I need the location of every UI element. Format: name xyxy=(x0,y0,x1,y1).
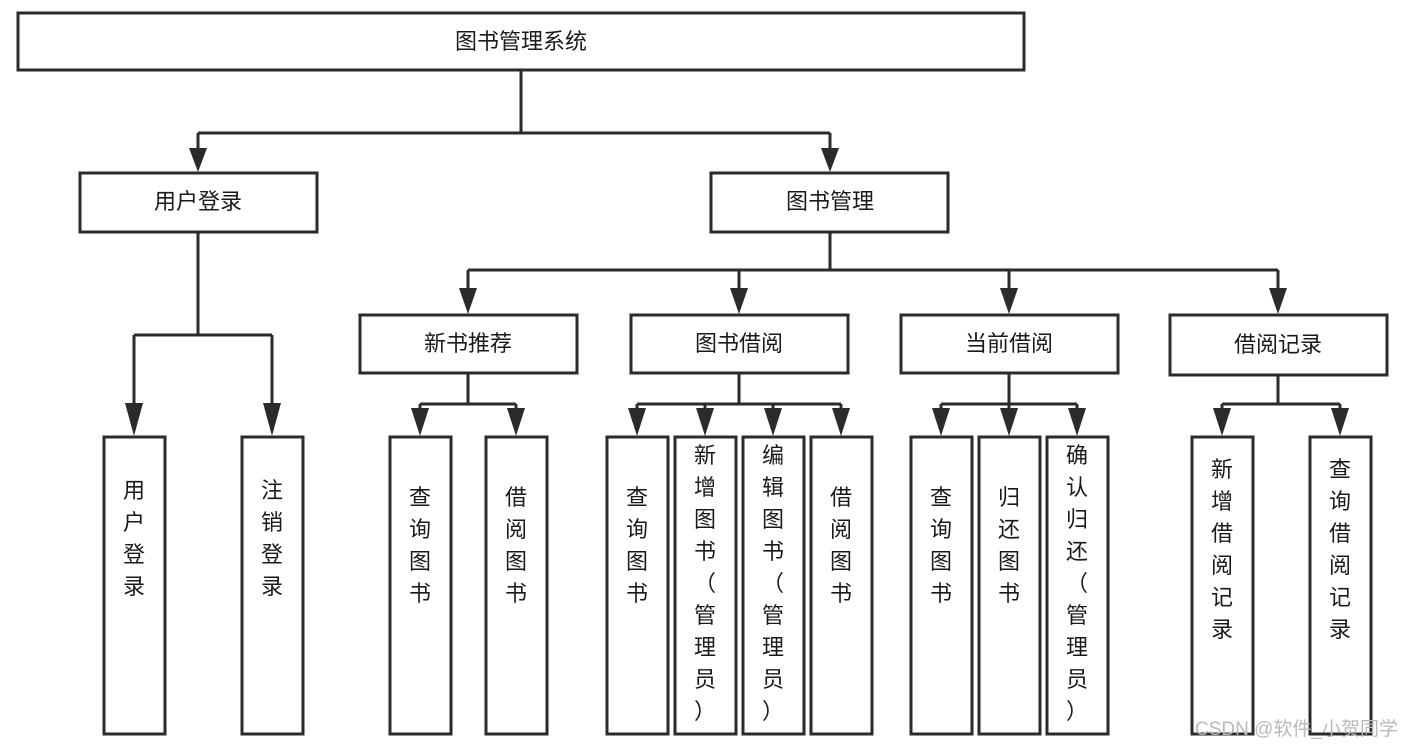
arrow-head-leaf-query-book-2 xyxy=(628,408,646,436)
arrow-head-leaf-add-book xyxy=(696,408,714,436)
node-leaf-query-book-3-box[interactable] xyxy=(909,435,974,736)
node-user-login[interactable]: 用户登录 xyxy=(78,171,319,234)
arrow-head-leaf-query-book-3 xyxy=(932,408,950,436)
node-new-book-recommend-label: 新书推荐 xyxy=(424,331,512,356)
node-leaf-user-login[interactable]: 用户登录 xyxy=(102,435,167,736)
node-current-borrow-label: 当前借阅 xyxy=(965,331,1053,356)
node-leaf-query-book-3[interactable]: 查询图书 xyxy=(909,435,974,736)
node-leaf-query-book-2[interactable]: 查询图书 xyxy=(605,435,670,736)
node-leaf-add-record[interactable]: 新增借阅记录 xyxy=(1190,435,1255,736)
arrow-head-leaf-borrow-book-1 xyxy=(507,408,525,436)
node-leaf-query-book-1-box[interactable] xyxy=(388,435,453,736)
node-leaf-query-book-1[interactable]: 查询图书 xyxy=(388,435,453,736)
node-leaf-add-record-box[interactable] xyxy=(1190,435,1255,736)
node-borrow-record-box[interactable] xyxy=(1168,313,1389,377)
node-new-book-recommend-box[interactable] xyxy=(358,313,579,375)
node-leaf-user-logout[interactable]: 注销登录 xyxy=(240,435,305,736)
node-book-borrow-box[interactable] xyxy=(629,313,850,375)
node-leaf-borrow-book-1[interactable]: 借阅图书 xyxy=(484,435,549,736)
node-leaf-confirm-return[interactable]: 确认归还（管理员） xyxy=(1045,435,1110,736)
arrow-head-leaf-user-logout xyxy=(263,403,281,436)
arrow-head-book-management xyxy=(821,148,839,172)
node-leaf-edit-book-box[interactable] xyxy=(741,435,806,736)
node-leaf-return-book[interactable]: 归还图书 xyxy=(977,435,1042,736)
node-leaf-query-record-box[interactable] xyxy=(1308,435,1373,736)
arrow-head-leaf-edit-book xyxy=(764,408,782,436)
node-leaf-query-record[interactable]: 查询借阅记录 xyxy=(1308,435,1373,736)
arrow-head-leaf-query-book-1 xyxy=(411,408,429,436)
node-leaf-edit-book-label: 编辑图书（管理员） xyxy=(762,443,784,724)
arrow-head-book-borrow xyxy=(730,288,748,314)
node-book-borrow-label: 图书借阅 xyxy=(695,331,783,356)
node-book-management-box[interactable] xyxy=(709,171,950,234)
node-leaf-user-logout-box[interactable] xyxy=(240,435,305,736)
arrow-head-borrow-record xyxy=(1269,288,1287,314)
node-user-login-label: 用户登录 xyxy=(154,189,242,214)
node-leaf-borrow-book-2[interactable]: 借阅图书 xyxy=(809,435,874,736)
node-leaf-return-book-box[interactable] xyxy=(977,435,1042,736)
arrow-head-leaf-confirm-return xyxy=(1068,408,1086,436)
node-leaf-query-record-label: 查询借阅记录 xyxy=(1329,457,1351,642)
arrow-head-user-login xyxy=(189,148,207,172)
csdn-watermark: CSDN @软件_小贺同学 xyxy=(1195,718,1398,740)
node-leaf-user-login-label: 用户登录 xyxy=(123,478,145,599)
node-leaf-query-book-2-label: 查询图书 xyxy=(626,485,648,606)
node-leaf-borrow-book-2-box[interactable] xyxy=(809,435,874,736)
node-leaf-borrow-book-1-box[interactable] xyxy=(484,435,549,736)
node-book-borrow[interactable]: 图书借阅 xyxy=(629,313,850,375)
node-leaf-add-record-label: 新增借阅记录 xyxy=(1211,457,1233,642)
node-leaf-confirm-return-label: 确认归还（管理员） xyxy=(1066,443,1088,724)
arrow-head-leaf-borrow-book-2 xyxy=(832,408,850,436)
node-leaf-edit-book[interactable]: 编辑图书（管理员） xyxy=(741,435,806,736)
arrow-head-new-book-recommend xyxy=(459,288,477,314)
node-leaf-query-book-2-box[interactable] xyxy=(605,435,670,736)
arrow-head-leaf-query-record xyxy=(1331,408,1349,436)
node-leaf-borrow-book-2-label: 借阅图书 xyxy=(830,485,852,606)
node-book-management[interactable]: 图书管理 xyxy=(709,171,950,234)
node-leaf-query-book-3-label: 查询图书 xyxy=(930,485,952,606)
node-root-label: 图书管理系统 xyxy=(455,29,587,54)
node-leaf-add-book[interactable]: 新增图书（管理员） xyxy=(673,435,738,736)
arrow-head-leaf-user-login xyxy=(125,403,143,436)
node-leaf-borrow-book-1-label: 借阅图书 xyxy=(505,485,527,606)
node-borrow-record-label: 借阅记录 xyxy=(1234,332,1322,357)
node-borrow-record[interactable]: 借阅记录 xyxy=(1168,313,1389,377)
node-leaf-user-login-box[interactable] xyxy=(102,435,167,736)
node-leaf-user-logout-label: 注销登录 xyxy=(261,478,283,599)
node-leaf-confirm-return-box[interactable] xyxy=(1045,435,1110,736)
arrow-head-current-borrow xyxy=(1000,288,1018,314)
node-current-borrow-box[interactable] xyxy=(899,313,1120,375)
node-root-box[interactable] xyxy=(16,11,1026,72)
node-leaf-query-book-1-label: 查询图书 xyxy=(409,485,431,606)
connector-layer xyxy=(125,70,1349,436)
node-leaf-add-book-box[interactable] xyxy=(673,435,738,736)
node-leaf-add-book-label: 新增图书（管理员） xyxy=(694,443,716,724)
node-root[interactable]: 图书管理系统 xyxy=(16,11,1026,72)
node-current-borrow[interactable]: 当前借阅 xyxy=(899,313,1120,375)
node-user-login-box[interactable] xyxy=(78,171,319,234)
node-leaf-return-book-label: 归还图书 xyxy=(998,485,1020,606)
node-new-book-recommend[interactable]: 新书推荐 xyxy=(358,313,579,375)
arrow-head-leaf-return-book xyxy=(1000,408,1018,436)
node-book-management-label: 图书管理 xyxy=(786,189,874,214)
arrow-head-leaf-add-record xyxy=(1213,408,1231,436)
